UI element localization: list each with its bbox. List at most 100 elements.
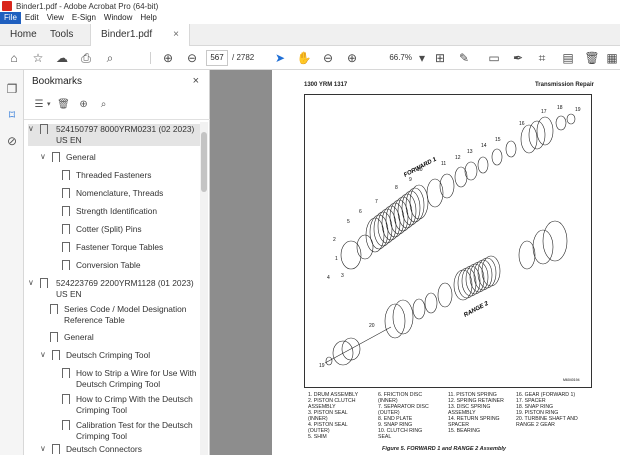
menu-window[interactable]: Window bbox=[103, 13, 133, 22]
close-icon[interactable]: × bbox=[192, 75, 199, 87]
new-bookmark-icon[interactable]: ⊕ bbox=[79, 98, 88, 110]
chevron-down-icon[interactable]: ▾ bbox=[47, 101, 51, 108]
bookmark-item[interactable]: General bbox=[50, 332, 200, 342]
bookmark-item[interactable]: How to Crimp With the Deutsch Crimping T… bbox=[62, 394, 200, 416]
callout: 10 bbox=[417, 167, 423, 173]
delete-bookmark-icon[interactable]: 🗑 bbox=[57, 98, 70, 110]
exploded-view-figure: FORWARD 1 RANGE 2 M6040194 1 2 3 4 5 6 7… bbox=[304, 94, 592, 388]
document-viewport[interactable]: 1300 YRM 1317 Transmission Repair bbox=[210, 70, 620, 455]
hand-tool-icon[interactable]: ✋ bbox=[296, 51, 312, 65]
zoom-level-select[interactable]: 66.7% bbox=[389, 53, 412, 62]
find-bookmark-icon[interactable]: ⌕ bbox=[100, 98, 107, 110]
menu-edit[interactable]: Edit bbox=[24, 13, 39, 22]
callout: 1 bbox=[335, 256, 338, 262]
legend-entry: (INNER) bbox=[378, 398, 398, 404]
tab-home[interactable]: Home bbox=[10, 29, 37, 40]
previous-page-icon[interactable]: ⊕ bbox=[162, 51, 174, 65]
scan-icon[interactable]: ▦ bbox=[606, 51, 618, 65]
next-page-icon[interactable]: ⊖ bbox=[186, 51, 198, 65]
bookmark-item[interactable]: ∨ Deutsch Connectors bbox=[40, 444, 200, 454]
chevron-down-icon[interactable]: ∨ bbox=[40, 152, 46, 161]
callout: 15 bbox=[495, 137, 501, 143]
tab-tools[interactable]: Tools bbox=[50, 29, 74, 40]
legend-entry: 12. SPRING RETAINER bbox=[448, 398, 504, 404]
tab-bar: Home Tools Binder1.pdf × bbox=[0, 24, 620, 46]
attachments-icon[interactable]: ⊘ bbox=[6, 134, 18, 148]
menu-esign[interactable]: E-Sign bbox=[71, 13, 96, 22]
tab-document[interactable]: Binder1.pdf × bbox=[90, 24, 190, 46]
options-menu-icon[interactable]: ☰ bbox=[34, 98, 44, 110]
legend-entry: ASSEMBLY bbox=[448, 410, 476, 416]
callout: 20 bbox=[369, 323, 375, 329]
page-number-input[interactable]: 567 bbox=[206, 50, 228, 66]
legend-entry: (INNER) bbox=[308, 416, 328, 422]
chevron-down-icon[interactable]: ∨ bbox=[28, 278, 34, 287]
chevron-down-icon[interactable]: ▾ bbox=[418, 51, 426, 65]
menu-view[interactable]: View bbox=[46, 13, 64, 22]
callout: 3 bbox=[341, 273, 344, 279]
bookmarks-icon[interactable]: ⌑ bbox=[8, 108, 16, 122]
zoom-out-icon[interactable]: ⊖ bbox=[322, 51, 334, 65]
comment-bubble-icon[interactable]: ▭ bbox=[488, 51, 500, 65]
upload-icon[interactable]: ☁ bbox=[56, 51, 68, 65]
bookmark-item[interactable]: ∨ General bbox=[40, 152, 200, 162]
bookmarks-panel: Bookmarks × ☰ ▾ 🗑 ⊕ ⌕ ∨ 524150797 8000YR… bbox=[24, 70, 210, 455]
panel-divider bbox=[24, 119, 210, 120]
bookmark-icon bbox=[40, 278, 48, 288]
legend-entry: RANGE 2 GEAR bbox=[516, 422, 555, 428]
tab-close-icon[interactable]: × bbox=[173, 29, 179, 40]
chevron-down-icon[interactable]: ∨ bbox=[28, 124, 34, 133]
fit-page-icon[interactable]: ⊞ bbox=[434, 51, 446, 65]
delete-icon[interactable]: 🗑 bbox=[584, 51, 600, 65]
figure-label-range: RANGE 2 bbox=[463, 301, 490, 319]
callout: 18 bbox=[557, 105, 563, 111]
legend-column: 1. DRUM ASSEMBLY 2. PISTON CLUTCH ASSEMB… bbox=[308, 392, 358, 440]
legend-entry: 17. SPACER bbox=[516, 398, 546, 404]
bookmark-icon bbox=[62, 368, 70, 378]
bookmark-label: Conversion Table bbox=[76, 260, 141, 270]
bookmark-item[interactable]: ∨ 524150797 8000YRM0231 (02 2023) US EN bbox=[28, 124, 200, 146]
bookmark-icon bbox=[40, 124, 48, 134]
bookmark-item[interactable]: Series Code / Model Designation Referenc… bbox=[50, 304, 200, 326]
bookmark-item[interactable]: Threaded Fasteners bbox=[62, 170, 200, 180]
bookmark-scrollbar[interactable] bbox=[200, 122, 208, 455]
bookmark-item[interactable]: Strength Identification bbox=[62, 206, 200, 216]
bookmark-item[interactable]: ∨ 524223769 2200YRM1128 (01 2023) US EN bbox=[28, 278, 200, 300]
bookmark-label: Nomenclature, Threads bbox=[76, 188, 164, 198]
bookmark-star-icon[interactable]: ☆ bbox=[32, 51, 44, 65]
page-thumbnails-icon[interactable]: ❐ bbox=[6, 82, 18, 96]
legend-entry: 15. BEARING bbox=[448, 428, 481, 434]
bookmark-item[interactable]: Conversion Table bbox=[62, 260, 200, 270]
comment-icon[interactable]: ✎ bbox=[458, 51, 470, 65]
toolbar: ⌂ ☆ ☁ ⎙ ⌕ ⊕ ⊖ 567 / 2782 ➤ ✋ ⊖ ⊕ 66.7% ▾… bbox=[0, 46, 620, 70]
bookmark-item[interactable]: ∨ Deutsch Crimping Tool bbox=[40, 350, 200, 360]
zoom-search-icon[interactable]: ⌕ bbox=[106, 50, 114, 65]
select-cursor-icon[interactable]: ➤ bbox=[274, 51, 286, 65]
page-header-left: 1300 YRM 1317 bbox=[304, 82, 348, 88]
edit-icon[interactable]: ⌗ bbox=[538, 50, 546, 65]
bookmark-item[interactable]: Fastener Torque Tables bbox=[62, 242, 200, 252]
menu-help[interactable]: Help bbox=[140, 13, 157, 22]
print-icon[interactable]: ⎙ bbox=[81, 50, 91, 65]
legend-entry: 1. DRUM ASSEMBLY bbox=[308, 392, 359, 398]
legend-entry: 6. FRICTION DISC bbox=[378, 392, 423, 398]
bookmark-label-line2: Crimping Tool bbox=[76, 431, 128, 441]
home-icon[interactable]: ⌂ bbox=[10, 51, 18, 65]
bookmark-item[interactable]: How to Strip a Wire for Use With Deutsch… bbox=[62, 368, 200, 390]
bookmark-item[interactable]: Nomenclature, Threads bbox=[62, 188, 200, 198]
menu-file[interactable]: File bbox=[0, 12, 21, 24]
pen-icon[interactable]: ✒ bbox=[512, 51, 524, 65]
scrollbar-thumb[interactable] bbox=[201, 132, 207, 192]
bookmark-label: Cotter (Split) Pins bbox=[76, 224, 142, 234]
bookmark-item[interactable]: Calibration Test for the Deutsch Crimpin… bbox=[62, 420, 200, 442]
legend-entry: 13. DISC SPRING bbox=[448, 404, 491, 410]
callout: 12 bbox=[455, 155, 461, 161]
zoom-in-icon[interactable]: ⊕ bbox=[346, 51, 358, 65]
organize-icon[interactable]: ▤ bbox=[562, 51, 574, 65]
chevron-down-icon[interactable]: ∨ bbox=[40, 350, 46, 359]
callout: 16 bbox=[519, 121, 525, 127]
legend-entry: 7. SEPARATOR DISC bbox=[378, 404, 429, 410]
legend-entry: 4. PISTON SEAL bbox=[308, 422, 348, 428]
bookmark-item[interactable]: Cotter (Split) Pins bbox=[62, 224, 200, 234]
chevron-down-icon[interactable]: ∨ bbox=[40, 444, 46, 453]
